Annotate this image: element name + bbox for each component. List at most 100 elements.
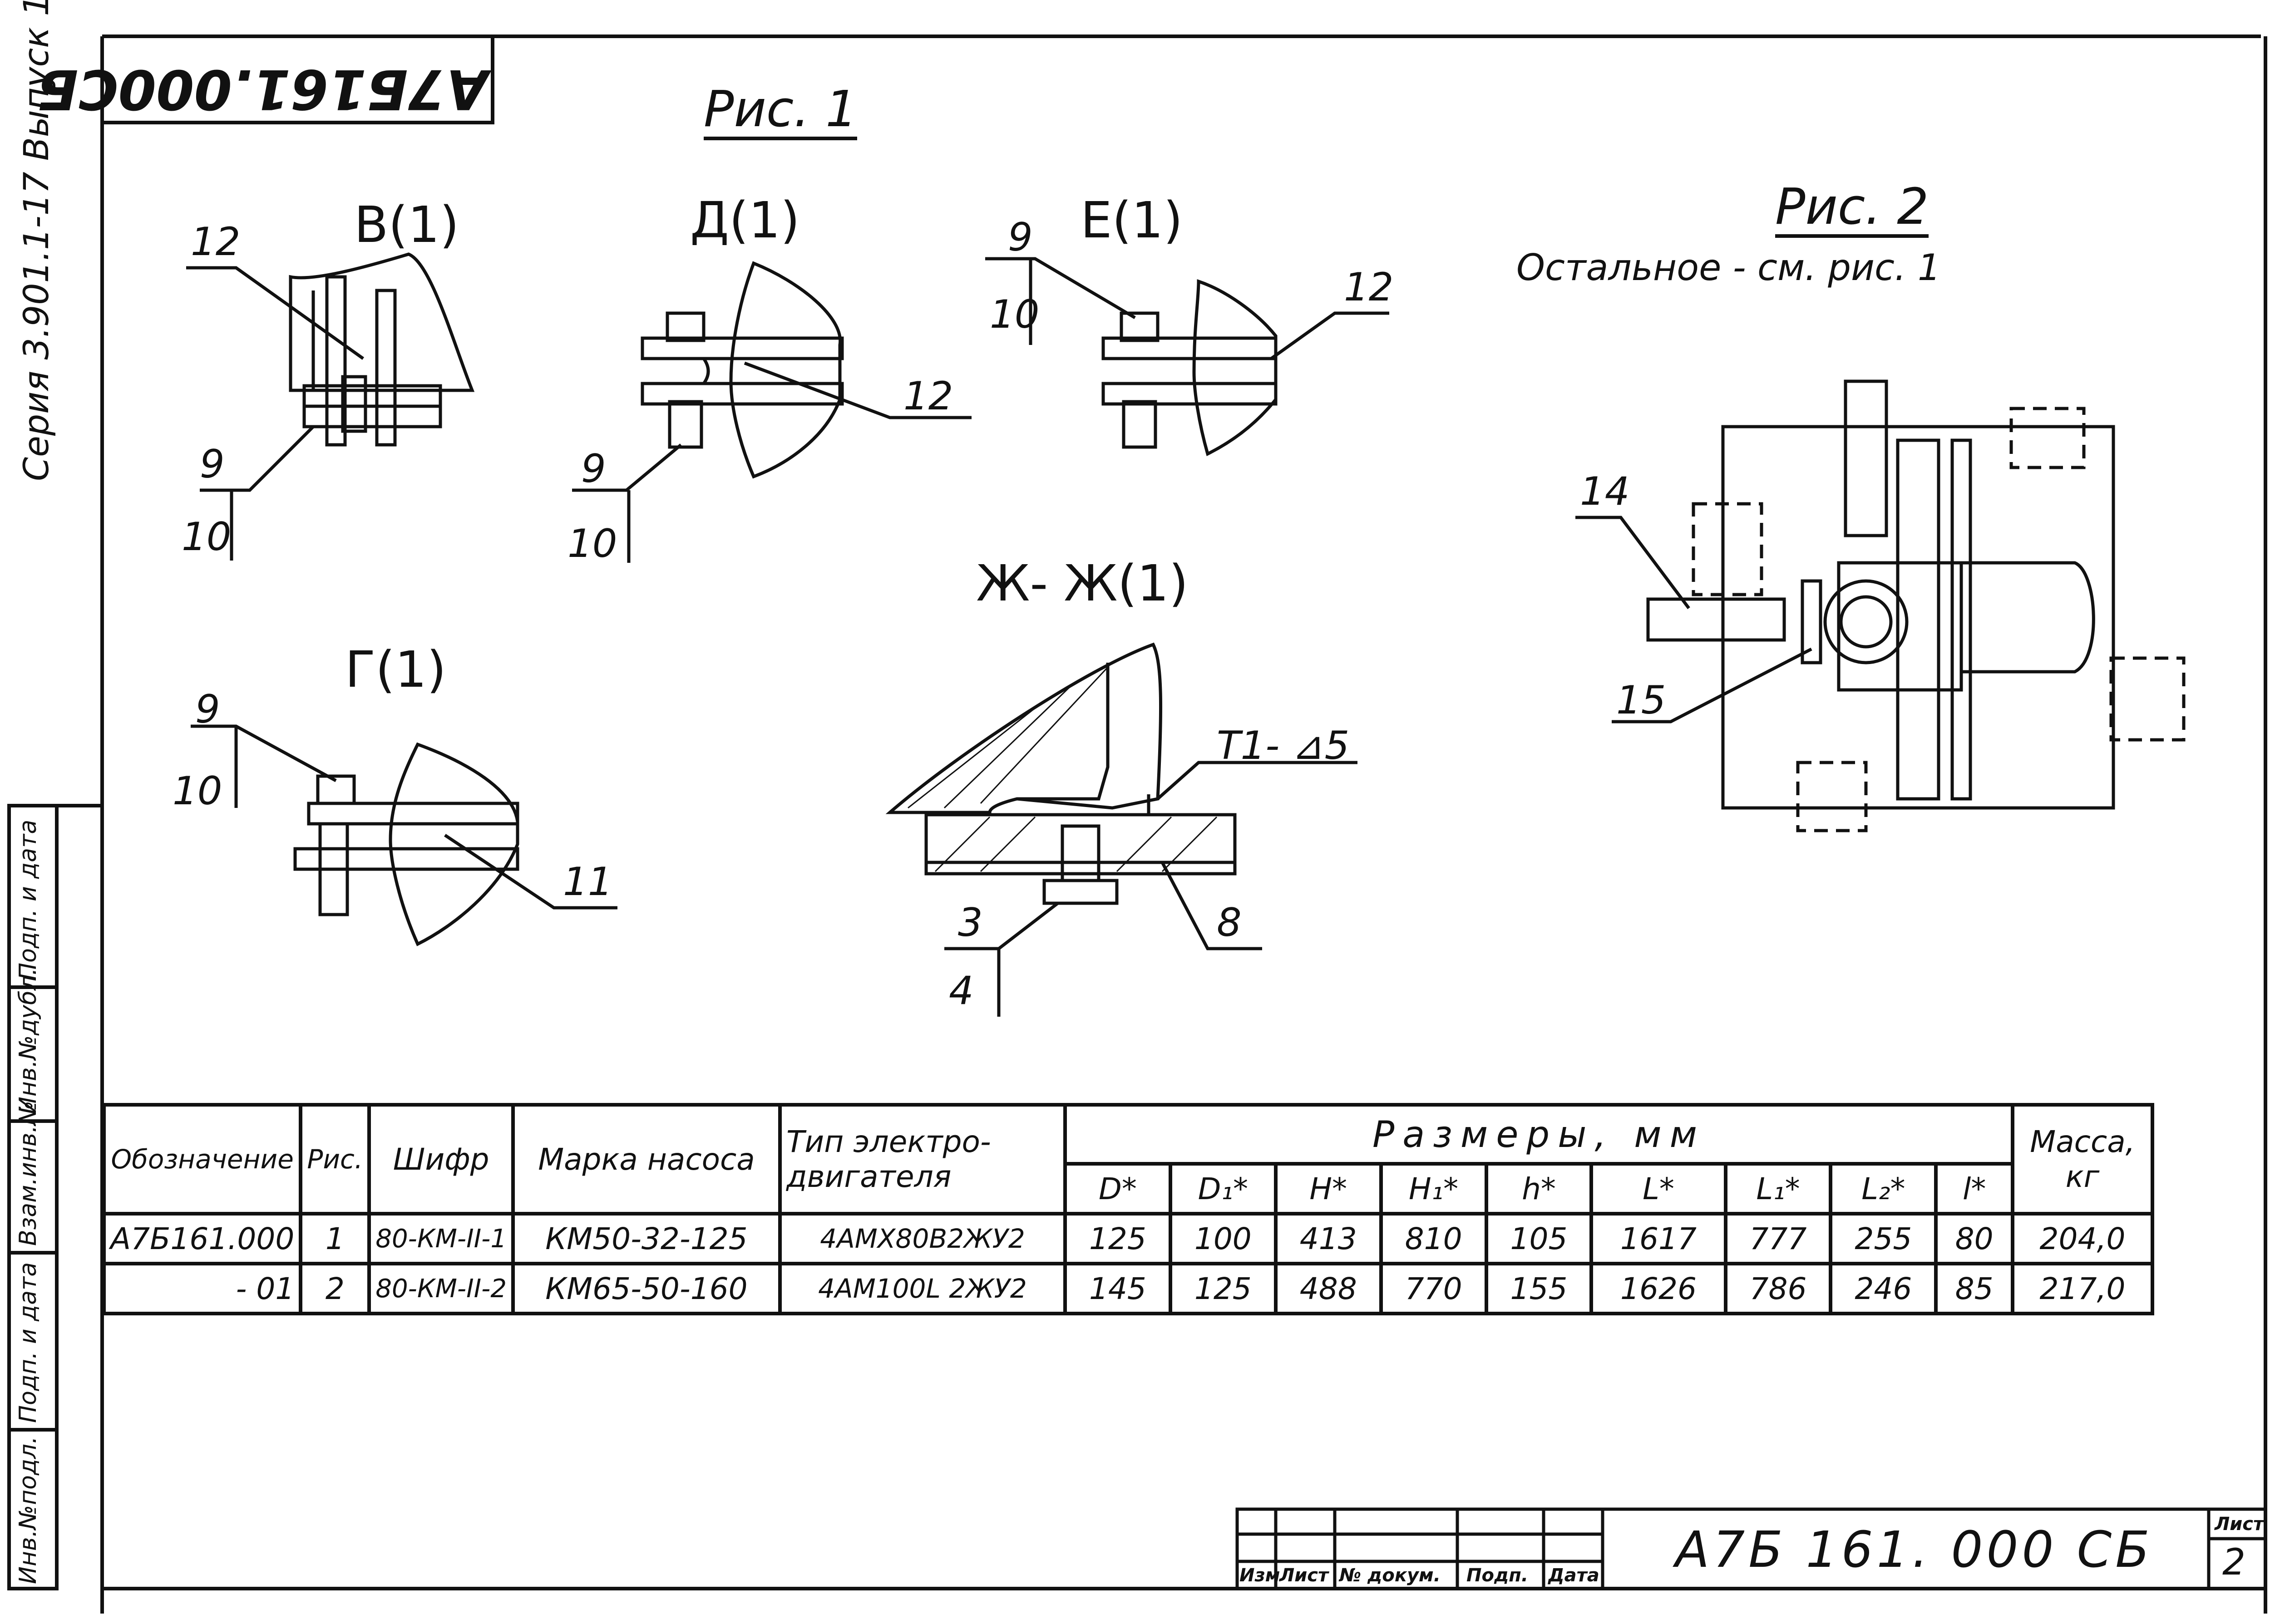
view-e-graphic <box>985 257 1389 457</box>
callout-8: 8 <box>1217 900 1242 945</box>
cell-mass: 204,0 <box>2011 1212 2154 1265</box>
cell-dim: 770 <box>1379 1262 1488 1315</box>
cell-dim: 125 <box>1168 1262 1278 1315</box>
view-d-graphic <box>572 261 972 563</box>
callout-9-e: 9 <box>1008 215 1033 260</box>
fig2-note: Остальное - см. рис. 1 <box>1516 246 1941 289</box>
cell-dim: 255 <box>1829 1212 1938 1265</box>
callout-10-g: 10 <box>173 768 222 814</box>
view-d-title: Д(1) <box>690 191 800 249</box>
th-dim: D* <box>1063 1162 1172 1216</box>
view-g-title: Г(1) <box>345 640 446 699</box>
callout-14: 14 <box>1580 469 1630 514</box>
th-pump: Марка насоса <box>511 1103 782 1216</box>
th-code: Шифр <box>367 1103 515 1216</box>
th-dim: D₁* <box>1168 1162 1278 1216</box>
section-zh-graphic <box>885 642 1357 1017</box>
th-dim: h* <box>1484 1162 1594 1216</box>
table-row: А7Б161.000 1 80-КМ-II-1 КМ50-32-125 4АМХ… <box>102 1212 2154 1265</box>
cell-code: 80-КМ-II-1 <box>367 1212 515 1265</box>
th-designation: Обозначение <box>102 1103 303 1216</box>
callout-10-v: 10 <box>182 514 232 560</box>
view-g-graphic <box>191 724 617 946</box>
cell-dim: 85 <box>1934 1262 2014 1315</box>
th-fig: Рис. <box>299 1103 371 1216</box>
cell-mass: 217,0 <box>2011 1262 2154 1315</box>
callout-12-e: 12 <box>1344 265 1394 310</box>
tb-col-data: Дата <box>1548 1565 1599 1586</box>
section-zh-title: Ж- Ж(1) <box>976 554 1189 612</box>
stamp-podp-data-1: Подп. и дата <box>15 1262 42 1423</box>
view-v-title: В(1) <box>354 196 459 254</box>
callout-10-d: 10 <box>568 521 617 566</box>
callout-15: 15 <box>1616 678 1666 723</box>
section-hatch <box>908 666 1218 872</box>
cell-dim: 105 <box>1484 1212 1594 1265</box>
title-block-graphic <box>1235 1507 2267 1590</box>
tb-col-list: Лист <box>1279 1565 1329 1586</box>
stamp-vzam-inv: Взам.инв.№ <box>15 1101 42 1246</box>
cell-fig: 1 <box>299 1212 371 1265</box>
cell-dim: 145 <box>1063 1262 1172 1315</box>
th-dim: L* <box>1589 1162 1727 1216</box>
th-motor: Тип электро- двигателя <box>778 1103 1067 1216</box>
tb-sheet-label: Лист <box>2215 1514 2264 1535</box>
th-dim: H₁* <box>1379 1162 1488 1216</box>
cell-dim: 810 <box>1379 1212 1488 1265</box>
cell-dim: 125 <box>1063 1212 1172 1265</box>
callout-4: 4 <box>949 968 974 1014</box>
cell-pump: КМ65-50-160 <box>511 1262 782 1315</box>
cell-dim: 786 <box>1723 1262 1833 1315</box>
cell-dim: 100 <box>1168 1212 1278 1265</box>
callout-10-e: 10 <box>990 292 1040 337</box>
side-series-label: Серия 3.901.1-17 Выпуск 1 <box>16 0 56 481</box>
tb-doc-code: А7Б 161. 000 СБ <box>1675 1521 2153 1579</box>
cell-dim: 488 <box>1273 1262 1383 1315</box>
stamp-inv-podl: Инв.№подл. <box>15 1436 42 1584</box>
view-v-graphic <box>186 252 475 561</box>
cell-dim: 246 <box>1829 1262 1938 1315</box>
fig2-title: Рис. 2 <box>1775 182 1929 238</box>
th-mass: Масса, кг <box>2011 1103 2154 1216</box>
stamp-inv-dubl: Инв.№дубл. <box>15 968 42 1114</box>
cell-dim: 155 <box>1484 1262 1594 1315</box>
callout-12-d: 12 <box>903 374 953 419</box>
cell-fig: 2 <box>299 1262 371 1315</box>
cell-motor: 4АМХ80В2ЖУ2 <box>778 1212 1067 1265</box>
cell-pump: КМ50-32-125 <box>511 1212 782 1265</box>
callout-9-g: 9 <box>195 687 220 732</box>
cell-dim: 777 <box>1723 1212 1833 1265</box>
cell-designation: - 01 <box>102 1262 303 1315</box>
tb-sheet-number: 2 <box>2222 1541 2245 1583</box>
callout-11-g: 11 <box>563 859 613 905</box>
cell-dim: 1626 <box>1589 1262 1727 1315</box>
dim-header-row: D* D₁* H* H₁* h* L* L₁* L₂* l* <box>104 1162 2152 1216</box>
cell-dim: 413 <box>1273 1212 1383 1265</box>
spec-table: Обозначение Рис. Шифр Марка насоса Тип э… <box>102 1103 2154 1315</box>
callout-9-v: 9 <box>200 442 225 487</box>
fig2-graphic <box>1575 379 2186 832</box>
th-dim: H* <box>1273 1162 1383 1216</box>
th-dim: l* <box>1934 1162 2014 1216</box>
fig1-title: Рис. 1 <box>704 84 858 140</box>
view-e-title: Е(1) <box>1081 191 1183 249</box>
tb-col-doc: № докум. <box>1339 1565 1441 1586</box>
cell-dim: 1617 <box>1589 1212 1727 1265</box>
tb-col-izm: Изм <box>1239 1565 1280 1586</box>
callout-weld: Т1- ⊿5 <box>1217 723 1350 768</box>
th-dims: Размеры, мм <box>1063 1103 2015 1166</box>
table-row: - 01 2 80-КМ-II-2 КМ65-50-160 4АМ100L 2Ж… <box>102 1262 2154 1315</box>
tb-col-podp: Подп. <box>1466 1565 1529 1586</box>
th-dim: L₂* <box>1829 1162 1938 1216</box>
callout-3: 3 <box>958 900 983 945</box>
doc-code-top: А7Б161.000СБ <box>37 57 488 120</box>
stamp-podp-data-2: Подп. и дата <box>15 819 42 980</box>
callout-12-v: 12 <box>191 219 241 265</box>
callout-9-d: 9 <box>581 446 606 492</box>
cell-motor: 4АМ100L 2ЖУ2 <box>778 1262 1067 1315</box>
cell-designation: А7Б161.000 <box>102 1212 303 1265</box>
cell-code: 80-КМ-II-2 <box>367 1262 515 1315</box>
cell-dim: 80 <box>1934 1212 2014 1265</box>
th-dim: L₁* <box>1723 1162 1833 1216</box>
